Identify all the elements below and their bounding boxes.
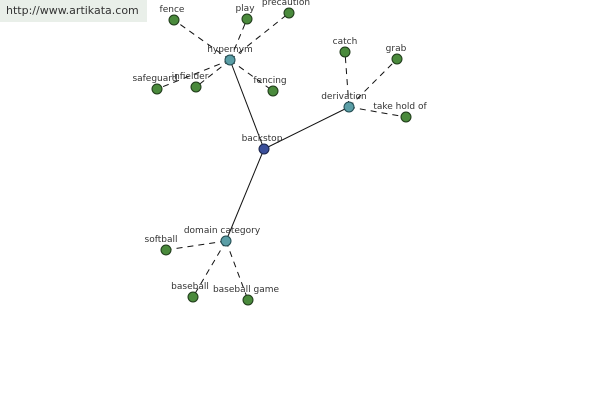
node-relation-derivation[interactable] xyxy=(343,101,355,113)
label-relation-hypernym: hypernym xyxy=(207,45,253,55)
label-leaf-infielder: infielder xyxy=(172,72,209,82)
label-root-backstop: backstop xyxy=(242,134,283,144)
label-leaf-catch: catch xyxy=(333,37,358,47)
label-leaf-play: play xyxy=(235,4,255,14)
edge-hypernym-infielder xyxy=(195,59,231,88)
label-leaf-fence: fence xyxy=(160,5,185,15)
label-leaf-baseball-game: baseball game xyxy=(213,285,280,295)
label-relation-derivation: derivation xyxy=(321,92,367,102)
edge-hypernym-safeguard xyxy=(156,59,231,90)
node-leaf-catch[interactable] xyxy=(339,46,351,58)
node-leaf-softball[interactable] xyxy=(160,244,172,256)
node-leaf-safeguard[interactable] xyxy=(151,83,163,95)
label-leaf-fencing: fencing xyxy=(253,76,286,86)
node-leaf-infielder[interactable] xyxy=(190,81,202,93)
label-leaf-safeguard: safeguard xyxy=(132,74,177,84)
label-leaf-baseball: baseball xyxy=(171,282,209,292)
nodes-layer: backstop hypernym fence play precaution safeg… xyxy=(132,0,427,306)
node-leaf-fencing[interactable] xyxy=(267,85,279,97)
label-leaf-precaution: precaution xyxy=(262,0,310,8)
edge-derivation-catch xyxy=(344,51,350,108)
edge-root-domain xyxy=(225,148,265,242)
node-leaf-precaution[interactable] xyxy=(283,7,295,19)
edge-hypernym-play xyxy=(229,18,248,61)
label-leaf-take-hold-of: take hold of xyxy=(373,102,427,112)
node-leaf-grab[interactable] xyxy=(391,53,403,65)
label-relation-domain: domain category xyxy=(184,226,261,236)
edge-derivation-grab xyxy=(348,58,398,108)
node-leaf-fence[interactable] xyxy=(168,14,180,26)
edge-hypernym-fence xyxy=(173,19,231,61)
node-leaf-take-hold-of[interactable] xyxy=(400,111,412,123)
edge-root-derivation xyxy=(263,106,350,150)
node-leaf-play[interactable] xyxy=(241,13,253,25)
node-root-backstop[interactable] xyxy=(258,143,270,155)
node-leaf-baseball-game[interactable] xyxy=(242,294,254,306)
edges-layer xyxy=(156,12,407,301)
edge-hypernym-fencing xyxy=(229,59,274,92)
label-leaf-grab: grab xyxy=(386,44,407,54)
node-leaf-baseball[interactable] xyxy=(187,291,199,303)
edge-derivation-take-hold-of xyxy=(348,106,407,118)
label-leaf-softball: softball xyxy=(145,235,178,245)
edge-root-hypernym xyxy=(229,59,265,150)
edge-hypernym-precaution xyxy=(229,12,290,61)
node-relation-domain[interactable] xyxy=(220,235,232,247)
watermark-url: http://www.artikata.com xyxy=(0,0,147,22)
node-relation-hypernym[interactable] xyxy=(224,54,236,66)
